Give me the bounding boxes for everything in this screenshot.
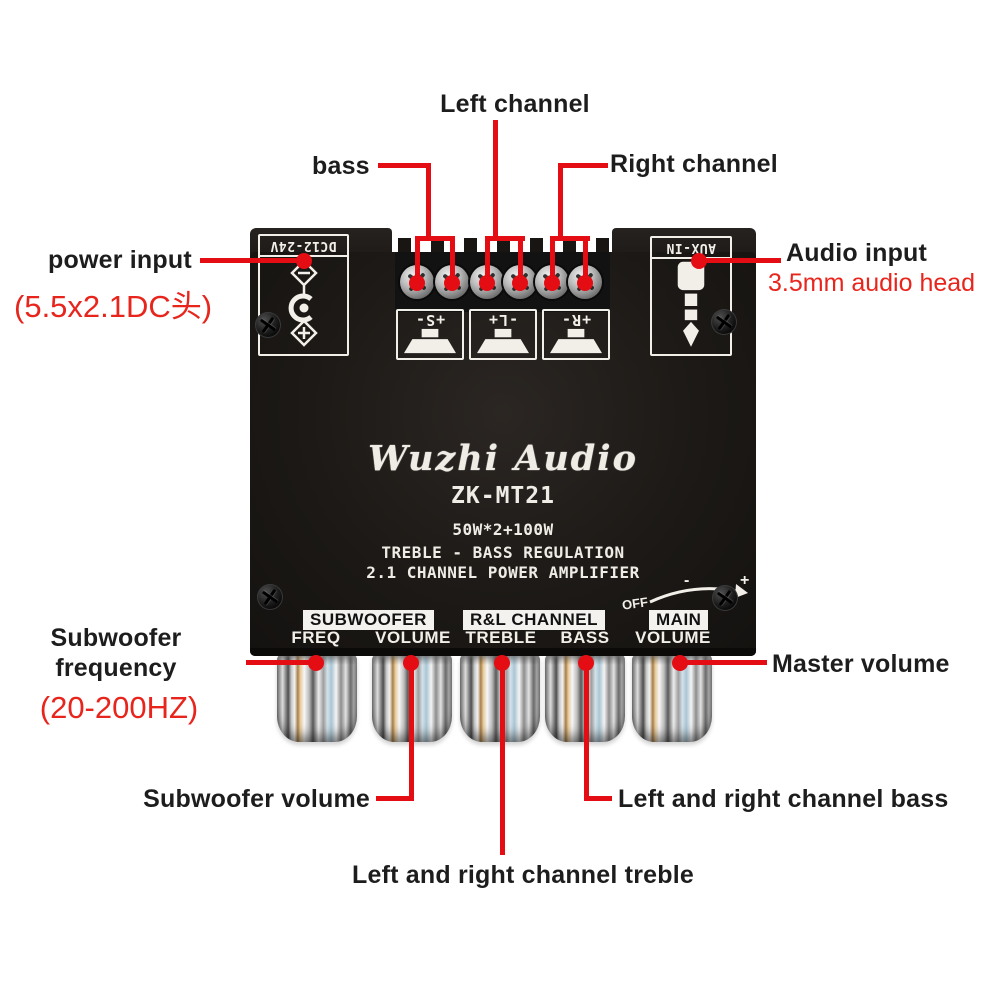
section-rl-channel: R&L CHANNEL <box>463 610 605 630</box>
pointer-lr-bass <box>584 796 612 801</box>
terminal-tooth <box>464 238 477 256</box>
pointer-dot <box>296 253 312 269</box>
screw-icon <box>255 312 281 338</box>
pointer-dot <box>512 275 528 291</box>
pointer-subwoofer-volume <box>409 663 414 801</box>
terminal-tooth <box>596 238 609 256</box>
pointer-power-input <box>200 258 300 263</box>
pointer-audio-input <box>705 258 781 263</box>
label-lr-channel-treble: Left and right channel treble <box>352 861 694 889</box>
knob-label-mainvol: VOLUME <box>635 628 711 647</box>
terminal-tooth <box>398 238 411 256</box>
bracket-leg <box>485 236 490 280</box>
terminal-tooth <box>497 238 510 256</box>
aux-input-panel: AUX-IN <box>650 236 732 356</box>
label-lr-channel-bass: Left and right channel bass <box>618 785 949 813</box>
pointer-dot <box>308 655 324 671</box>
speaker-icon <box>404 328 456 354</box>
bracket-leg <box>415 236 420 280</box>
pointer-dot <box>672 655 688 671</box>
pointer-dot <box>409 275 425 291</box>
knob-label-freq: FREQ <box>291 628 341 647</box>
pointer-subwoofer-volume <box>376 796 414 801</box>
plus-mark: + <box>740 576 749 589</box>
label-power-spec: (5.5x2.1DC头) <box>14 289 213 324</box>
power-rating: 50W*2+100W <box>452 520 554 539</box>
pointer-lr-treble <box>500 663 505 855</box>
pointer-right-channel <box>558 163 608 168</box>
terminal-tooth <box>530 238 543 256</box>
pointer-master-volume <box>687 660 767 665</box>
label-subwoofer-frequency-2: frequency <box>55 654 177 682</box>
pointer-subwoofer-freq <box>246 660 312 665</box>
terminal-box-right: +R- <box>542 309 610 360</box>
aux-label: AUX-IN <box>666 240 716 255</box>
bracket-bass <box>415 236 455 241</box>
label-audio-spec: 3.5mm audio head <box>768 269 976 297</box>
aux-label-box: AUX-IN <box>652 238 730 259</box>
terminal-label: +S- <box>414 311 446 329</box>
screw-icon <box>257 584 283 610</box>
label-right-channel: Right channel <box>610 150 778 178</box>
terminal-box-subwoofer: +S- <box>396 309 464 360</box>
bracket-leg <box>583 236 588 280</box>
knob-label-subvol: VOLUME <box>375 628 451 647</box>
audio-plug-icon <box>677 261 705 347</box>
bracket-leg <box>518 236 523 280</box>
model-number: ZK-MT21 <box>451 483 555 509</box>
pointer-bass <box>378 163 430 168</box>
label-bass: bass <box>312 152 370 180</box>
terminal-box-left: -L+ <box>469 309 537 360</box>
tagline-1: TREBLE - BASS REGULATION <box>381 543 625 562</box>
section-main: MAIN <box>649 610 709 630</box>
label-audio-input: Audio input <box>786 239 928 267</box>
terminal-tooth <box>431 238 444 256</box>
barrel-jack-polarity-icon <box>288 259 318 347</box>
speaker-icon <box>550 328 602 354</box>
minus-mark: - <box>684 576 689 589</box>
label-subwoofer-frequency-range: (20-200HZ) <box>39 690 199 725</box>
terminal-label: +R- <box>560 311 592 329</box>
pointer-left-channel <box>493 120 498 238</box>
label-left-channel: Left channel <box>440 90 590 118</box>
bracket-leg <box>550 236 555 280</box>
pointer-dot <box>444 275 460 291</box>
label-subwoofer-volume: Subwoofer volume <box>143 785 370 813</box>
pointer-right-channel <box>558 163 563 241</box>
section-subwoofer: SUBWOOFER <box>303 610 434 630</box>
bracket-left-channel <box>485 236 525 241</box>
center-pin-dot <box>299 303 308 313</box>
terminal-tooth <box>563 238 576 256</box>
tagline-2: 2.1 CHANNEL POWER AMPLIFIER <box>366 563 640 582</box>
pointer-dot <box>544 275 560 291</box>
screw-icon <box>712 585 738 611</box>
terminal-label-row: +S- -L+ +R- <box>396 309 610 360</box>
screw-icon <box>711 309 737 335</box>
pointer-lr-bass <box>584 663 589 801</box>
speaker-terminal-block <box>395 252 610 312</box>
pointer-bass <box>426 163 431 241</box>
bracket-right-channel <box>550 236 590 241</box>
bracket-leg <box>450 236 455 280</box>
knob-label-treble: TREBLE <box>465 628 537 647</box>
brand-logo: Wuzhi Audio <box>368 438 638 479</box>
terminal-label: -L+ <box>487 311 519 329</box>
label-master-volume: Master volume <box>772 650 950 678</box>
amplifier-board <box>250 252 756 656</box>
pointer-dot <box>577 275 593 291</box>
speaker-icon <box>477 328 529 354</box>
pointer-dot <box>691 253 707 269</box>
pointer-dot <box>479 275 495 291</box>
label-subwoofer-frequency-1: Subwoofer <box>50 624 182 652</box>
label-power-input: power input <box>48 246 192 274</box>
knob-label-bass: BASS <box>560 628 610 647</box>
